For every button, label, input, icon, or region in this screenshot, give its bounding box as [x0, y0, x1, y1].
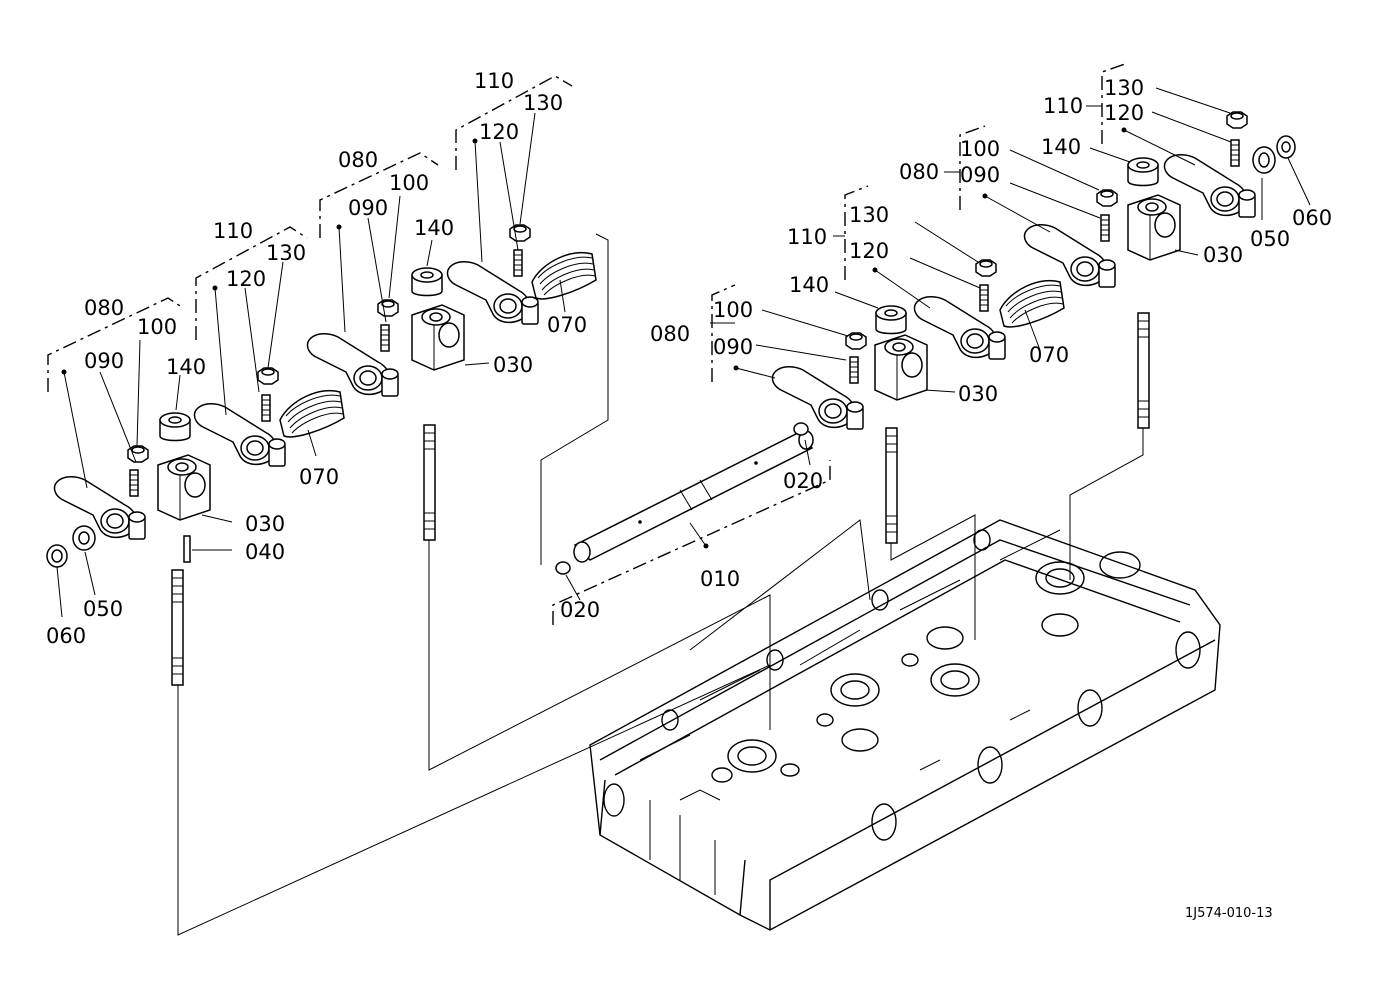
- callout-090-a: 090: [84, 349, 124, 373]
- callout-010: 010: [700, 567, 740, 591]
- callout-100-d: 100: [960, 137, 1000, 161]
- callout-110-c: 110: [787, 225, 827, 249]
- callout-080-d: 080: [899, 160, 939, 184]
- callout-070-b: 070: [547, 313, 587, 337]
- callout-130-c: 130: [849, 203, 889, 227]
- valve-group-b: [306, 224, 597, 397]
- callout-030-b: 030: [493, 353, 533, 377]
- callout-080-c: 080: [650, 322, 690, 346]
- callout-120-a: 120: [226, 267, 266, 291]
- drawing-reference-code: 1J574-010-13: [1185, 906, 1273, 921]
- callout-090-c: 090: [713, 335, 753, 359]
- callout-080-a: 080: [84, 296, 124, 320]
- combustion-chamber-3: [901, 626, 980, 697]
- callout-030-d: 030: [1203, 243, 1243, 267]
- rocker-shaft: [573, 430, 814, 563]
- shaft-plug-020-a: [555, 561, 571, 575]
- callout-080-b: 080: [338, 148, 378, 172]
- callout-020-a: 020: [783, 469, 823, 493]
- valve-group-a: [46, 367, 345, 568]
- callout-060-a: 060: [46, 624, 86, 648]
- group-brackets: [47, 63, 1126, 625]
- combustion-chamber-4: [1035, 551, 1141, 637]
- callout-130-d: 130: [1104, 76, 1144, 100]
- valve-group-d: [1023, 111, 1296, 288]
- callout-140-c: 140: [789, 273, 829, 297]
- callout-070-c: 070: [1029, 343, 1069, 367]
- callout-050-b: 050: [1250, 227, 1290, 251]
- callout-050-a: 050: [83, 597, 123, 621]
- stud-bolts: [171, 312, 1150, 686]
- callout-060-b: 060: [1292, 206, 1332, 230]
- callout-100-b: 100: [389, 171, 429, 195]
- shaft-plug-020-b: [793, 422, 809, 436]
- combustion-chamber-1: [711, 739, 800, 783]
- callout-140-a: 140: [166, 355, 206, 379]
- callout-040: 040: [245, 540, 285, 564]
- callout-100-a: 100: [137, 315, 177, 339]
- callout-110-b: 110: [474, 69, 514, 93]
- callout-030-a: 030: [245, 512, 285, 536]
- callout-090-d: 090: [960, 163, 1000, 187]
- callout-020-b: 020: [560, 598, 600, 622]
- callout-130-b: 130: [523, 91, 563, 115]
- callout-120-c: 120: [849, 239, 889, 263]
- callout-labels: 080 100 090 140 030 040 050 060 110 120 …: [46, 69, 1332, 648]
- leader-lines: [56, 87, 1311, 618]
- callout-130-a: 130: [266, 241, 306, 265]
- callout-110-d: 110: [1043, 94, 1083, 118]
- combustion-chamber-2: [816, 673, 880, 752]
- callout-140-b: 140: [414, 216, 454, 240]
- callout-120-d: 120: [1104, 101, 1144, 125]
- callout-120-b: 120: [479, 120, 519, 144]
- callout-110-a: 110: [213, 219, 253, 243]
- callout-100-c: 100: [713, 298, 753, 322]
- cylinder-head: [589, 519, 1221, 931]
- callout-030-c: 030: [958, 382, 998, 406]
- assembly-lines: [177, 233, 1144, 936]
- callout-140-d: 140: [1041, 135, 1081, 159]
- callout-090-b: 090: [348, 196, 388, 220]
- callout-070-a: 070: [299, 465, 339, 489]
